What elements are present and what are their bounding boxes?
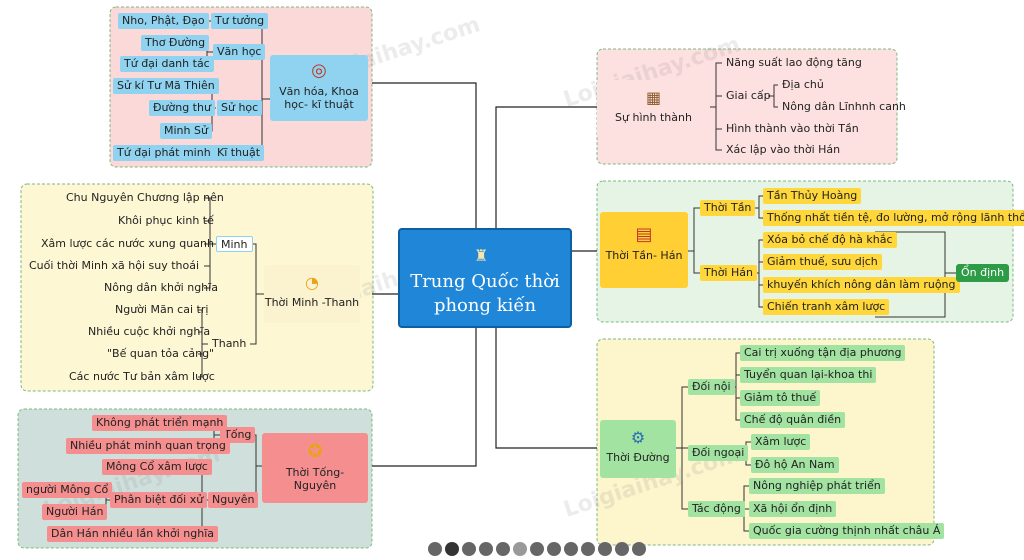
node-minh-item[interactable]: Cuối thời Minh xã hội suy thoái: [29, 259, 200, 272]
topic-tan-han-title: Thời Tần- Hán: [605, 249, 683, 262]
node-doi-ngoai-item[interactable]: Xâm lược: [751, 434, 811, 450]
toolbar-button-icon[interactable]: [445, 542, 459, 556]
node-tan-item[interactable]: Thống nhất tiền tệ, đo lường, mở rộng lã…: [763, 210, 1024, 226]
node-minh-su[interactable]: Minh Sử: [160, 123, 212, 139]
node-giai-cap[interactable]: Giai cấp: [726, 89, 771, 102]
node-phan-biet-item[interactable]: người Mông Cổ: [22, 482, 113, 498]
topic-duong-title: Thời Đường: [606, 451, 670, 464]
node-tac-dong-item[interactable]: Quốc gia cường thịnh nhất châu Á: [749, 523, 945, 539]
topic-hinh-thanh[interactable]: ▦ Sự hình thành: [597, 80, 710, 138]
topic-van-hoa[interactable]: ◎ Văn hóa, Khoa học- kĩ thuật: [270, 55, 368, 121]
node-hinh-thanh-item[interactable]: Năng suất lao động tăng: [726, 56, 862, 69]
node-thanh-item[interactable]: Các nước Tư bản xâm lược: [69, 370, 215, 383]
node-doi-noi-item[interactable]: Cai trị xuống tận địa phương: [740, 345, 906, 361]
node-phan-biet[interactable]: Phân biệt đối xử: [110, 492, 208, 508]
node-tac-dong-item[interactable]: Nông nghiệp phát triển: [749, 478, 885, 494]
node-minh-item[interactable]: Nông dân khởi nghĩa: [104, 281, 218, 294]
node-thanh-item[interactable]: Người Mãn cai trị: [115, 303, 209, 316]
node-duong-thu[interactable]: Đường thư: [149, 100, 215, 116]
node-thanh[interactable]: Thanh: [212, 337, 247, 350]
node-tu-dai-phat-minh[interactable]: Tứ đại phát minh: [113, 145, 215, 161]
node-doi-noi-item[interactable]: Chế độ quân điền: [740, 412, 846, 428]
node-han-item[interactable]: khuyến khích nông dân làm ruộng: [763, 277, 960, 293]
node-han-item[interactable]: Xóa bỏ chế độ hà khắc: [763, 232, 897, 248]
toolbar-button-icon[interactable]: [479, 542, 493, 556]
topic-minh-thanh-title: Thời Minh -Thanh: [264, 296, 360, 309]
node-tong-item[interactable]: Nhiều phát minh quan trọng: [66, 438, 230, 454]
node-tan-item[interactable]: Tần Thủy Hoàng: [763, 188, 862, 204]
node-minh-item[interactable]: Khôi phục kinh tế: [118, 214, 214, 227]
abacus-icon: ⚙: [630, 428, 646, 447]
node-giai-cap-item[interactable]: Địa chủ: [782, 78, 824, 91]
node-han-item[interactable]: Chiến tranh xâm lược: [763, 299, 890, 315]
node-nho-phat-dao[interactable]: Nho, Phật, Đạo: [118, 13, 209, 29]
node-thanh-item[interactable]: "Bế quan tỏa cảng": [107, 347, 215, 360]
node-minh[interactable]: Minh: [216, 236, 253, 252]
toolbar-button-icon[interactable]: [530, 542, 544, 556]
node-tong-item[interactable]: Không phát triển mạnh: [92, 415, 228, 431]
node-doi-noi-item[interactable]: Giảm tô thuế: [740, 390, 821, 406]
node-van-hoc[interactable]: Văn học: [213, 44, 266, 60]
toolbar-button-icon[interactable]: [462, 542, 476, 556]
topic-tan-han[interactable]: ▤ Thời Tần- Hán: [600, 212, 688, 288]
topic-van-hoa-title: Văn hóa, Khoa học- kĩ thuật: [279, 85, 359, 111]
bottom-toolbar[interactable]: [428, 541, 649, 560]
topic-minh-thanh[interactable]: ◔ Thời Minh -Thanh: [264, 265, 360, 323]
pacman-icon: ◔: [305, 273, 319, 292]
summary-on-dinh[interactable]: Ổn định: [956, 264, 1010, 282]
topic-tong-nguyen-title: Thời Tống- Nguyên: [285, 466, 345, 492]
topic-duong[interactable]: ⚙ Thời Đường: [600, 420, 676, 478]
central-topic[interactable]: ♜ Trung Quốc thời phong kiến: [398, 228, 572, 328]
node-giai-cap-item[interactable]: Nông dân Lĩnhnh canh: [782, 100, 906, 113]
node-ki-thuat[interactable]: Kĩ thuật: [213, 145, 265, 161]
node-tu-tuong[interactable]: Tư tưởng: [211, 13, 269, 29]
node-tho-duong[interactable]: Thơ Đường: [141, 35, 210, 51]
compass-icon: ◎: [311, 60, 327, 81]
node-hinh-thanh-item[interactable]: Xác lập vào thời Hán: [726, 143, 841, 156]
toolbar-button-icon[interactable]: [615, 542, 629, 556]
node-su-hoc[interactable]: Sử học: [217, 100, 263, 116]
toolbar-button-icon[interactable]: [547, 542, 561, 556]
node-tu-dai-danh-tac[interactable]: Tứ đại danh tác: [120, 56, 214, 72]
node-minh-item[interactable]: Chu Nguyên Chương lập nên: [66, 191, 224, 204]
toolbar-button-icon[interactable]: [632, 542, 646, 556]
calendar-icon: ▤: [635, 224, 653, 245]
toolbar-button-icon[interactable]: [513, 542, 527, 556]
node-nguyen-item[interactable]: Mông Cổ xâm lược: [102, 459, 212, 475]
node-nguyen-item[interactable]: Dân Hán nhiều lần khởi nghĩa: [47, 526, 219, 542]
toolbar-button-icon[interactable]: [581, 542, 595, 556]
wall-icon: ▦: [645, 88, 662, 107]
node-minh-item[interactable]: Xâm lược các nước xung quanh: [41, 237, 214, 250]
node-nguyen[interactable]: Nguyên: [208, 492, 259, 508]
node-phan-biet-item[interactable]: Người Hán: [42, 504, 108, 520]
castle-icon: ♜: [474, 246, 489, 265]
node-tac-dong[interactable]: Tác động: [688, 501, 745, 517]
node-doi-ngoai-item[interactable]: Đô hộ An Nam: [751, 457, 839, 473]
node-thoi-han[interactable]: Thời Hán: [700, 265, 757, 281]
node-su-ki[interactable]: Sử kí Tư Mã Thiên: [113, 78, 219, 94]
node-han-item[interactable]: Giảm thuế, sưu dịch: [763, 254, 882, 270]
medal-icon: ✪: [307, 441, 323, 462]
node-doi-noi[interactable]: Đối nội: [688, 379, 735, 395]
toolbar-button-icon[interactable]: [496, 542, 510, 556]
node-doi-ngoai[interactable]: Đối ngoại: [688, 445, 749, 461]
node-doi-noi-item[interactable]: Tuyển quan lại-khoa thi: [740, 367, 877, 383]
toolbar-button-icon[interactable]: [598, 542, 612, 556]
topic-hinh-thanh-title: Sự hình thành: [615, 111, 692, 124]
toolbar-button-icon[interactable]: [564, 542, 578, 556]
node-hinh-thanh-item[interactable]: Hình thành vào thời Tần: [726, 122, 859, 135]
toolbar-button-icon[interactable]: [428, 542, 442, 556]
topic-tong-nguyen[interactable]: ✪ Thời Tống- Nguyên: [262, 433, 368, 503]
central-topic-title: Trung Quốc thời phong kiến: [410, 271, 560, 316]
node-thanh-item[interactable]: Nhiều cuộc khởi nghĩa: [88, 325, 211, 338]
node-tac-dong-item[interactable]: Xã hội ổn định: [749, 501, 837, 517]
node-thoi-tan[interactable]: Thời Tần: [700, 200, 756, 216]
